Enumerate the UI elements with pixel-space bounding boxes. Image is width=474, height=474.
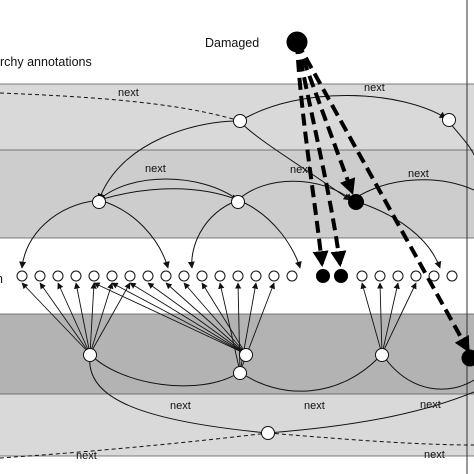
damaged-nodes: [286, 31, 474, 367]
leaf-node: [34, 270, 46, 282]
band-bottom: [0, 456, 474, 474]
node-lower-b: [239, 348, 253, 362]
next-label-level1-mid: next: [290, 164, 311, 176]
damaged-source-node: [286, 31, 308, 53]
leaf-node: [70, 270, 82, 282]
node-lower-c: [233, 366, 247, 380]
node-bottom-root: [261, 426, 275, 440]
node-top-right: [442, 113, 456, 127]
leaf-node: [178, 270, 190, 282]
leaf-node: [106, 270, 118, 282]
band-level-1: [0, 150, 474, 238]
band-lower-1: [0, 314, 474, 394]
leaf-node: [410, 270, 422, 282]
damaged-node-lower: [461, 349, 474, 367]
leaf-node: [232, 270, 244, 282]
leaf-node: [196, 270, 208, 282]
next-label-bottom-left: next: [76, 450, 97, 462]
leaf-row-cut-label: n: [0, 272, 3, 286]
damaged-leaf-b: [334, 269, 348, 283]
leaf-node: [392, 270, 404, 282]
node-top-root: [233, 114, 247, 128]
leaf-node: [374, 270, 386, 282]
node-level1-a: [92, 195, 106, 209]
damage-arrows: [295, 41, 470, 353]
leaf-node: [286, 270, 298, 282]
dashed-next-links: [0, 92, 474, 459]
node-level1-b: [231, 195, 245, 209]
next-label-level1-right: next: [408, 168, 429, 180]
next-label-top-right: next: [364, 82, 385, 94]
nodes: [16, 113, 458, 440]
leaf-node: [124, 270, 136, 282]
leaf-node: [214, 270, 226, 282]
next-label-lower-mid: next: [304, 400, 325, 412]
leaf-node: [16, 270, 28, 282]
leaf-node: [88, 270, 100, 282]
leaf-node: [52, 270, 64, 282]
next-label-bottom-right: next: [424, 449, 445, 461]
hierarchy-annotations-label: rchy annotations: [0, 55, 92, 69]
leaf-node: [446, 270, 458, 282]
next-label-level1-left: next: [145, 163, 166, 175]
leaf-node: [142, 270, 154, 282]
band-top-white: [0, 0, 474, 84]
leaf-node: [356, 270, 368, 282]
damaged-leaf-a: [316, 269, 330, 283]
node-lower-d: [375, 348, 389, 362]
band-lower-2: [0, 394, 474, 456]
leaf-node: [250, 270, 262, 282]
node-lower-a: [83, 348, 97, 362]
leaf-node: [428, 270, 440, 282]
next-label-top-left: next: [118, 87, 139, 99]
next-label-lower-left: next: [170, 400, 191, 412]
damaged-label: Damaged: [205, 36, 259, 50]
leaf-node: [268, 270, 280, 282]
leaf-node: [160, 270, 172, 282]
damaged-node-level1: [348, 194, 364, 210]
